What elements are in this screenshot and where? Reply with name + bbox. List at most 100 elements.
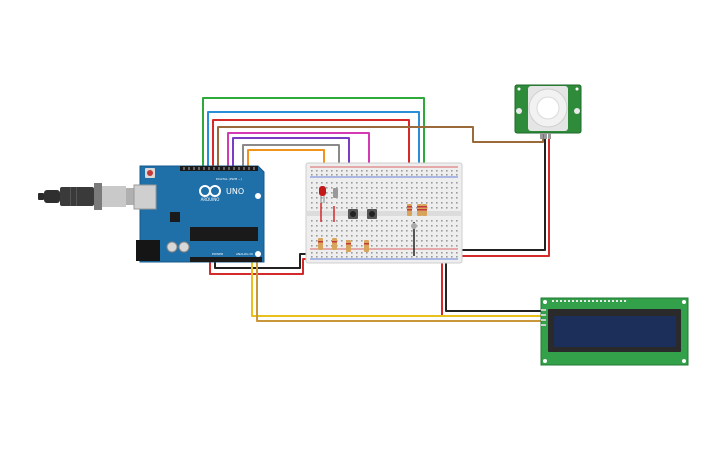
wire-lcd-sda-yellow[interactable]	[251, 262, 541, 317]
wire-purple[interactable]	[232, 137, 350, 186]
lcd-pin	[580, 300, 582, 302]
breadboard-hole	[446, 240, 448, 242]
breadboard-hole	[431, 220, 433, 222]
breadboard-hole	[446, 256, 448, 258]
breadboard-hole	[446, 245, 448, 247]
wire-gnd-black[interactable]	[214, 253, 312, 269]
breadboard-hole	[331, 192, 333, 194]
lcd-pin	[596, 300, 598, 302]
breadboard-hole	[366, 235, 368, 237]
breadboard-hole	[436, 192, 438, 194]
breadboard-hole	[331, 245, 333, 247]
breadboard-hole	[326, 220, 328, 222]
breadboard-hole	[396, 256, 398, 258]
breadboard-hole	[406, 240, 408, 242]
breadboard-hole	[456, 252, 458, 254]
breadboard-hole	[361, 187, 363, 189]
breadboard-hole	[361, 256, 363, 258]
breadboard-hole	[426, 220, 428, 222]
arduino-uno-board[interactable]: ARDUINO UNO DIGITAL (PWM ~) POWER ANALOG…	[133, 165, 265, 263]
breadboard-hole	[456, 202, 458, 204]
breadboard-hole	[336, 230, 338, 232]
breadboard-hole	[316, 197, 318, 199]
push-button-2[interactable]	[367, 209, 377, 219]
breadboard-hole	[316, 187, 318, 189]
breadboard-hole	[326, 235, 328, 237]
wire-pir-black[interactable]	[460, 134, 546, 251]
red-led[interactable]	[319, 186, 335, 222]
breadboard-hole	[311, 170, 313, 172]
wire-red-top[interactable]	[212, 119, 410, 188]
power-label: POWER	[212, 252, 223, 256]
breadboard-hole	[431, 197, 433, 199]
breadboard-hole	[386, 245, 388, 247]
breadboard-hole	[446, 235, 448, 237]
push-button-1[interactable]	[348, 209, 358, 219]
breadboard-hole	[336, 182, 338, 184]
breadboard-hole	[356, 220, 358, 222]
breadboard-hole	[396, 252, 398, 254]
breadboard-hole	[416, 220, 418, 222]
breadboard-hole	[391, 174, 393, 176]
breadboard-hole	[321, 170, 323, 172]
wire-pink[interactable]	[227, 132, 370, 186]
arduino-brand-text: ARDUINO	[201, 197, 220, 202]
breadboard-hole	[426, 230, 428, 232]
breadboard-hole	[441, 207, 443, 209]
breadboard-hole	[446, 174, 448, 176]
breadboard-hole	[456, 230, 458, 232]
breadboard-hole	[451, 240, 453, 242]
breadboard-hole	[341, 182, 343, 184]
breadboard-hole	[321, 230, 323, 232]
breadboard-hole	[411, 230, 413, 232]
breadboard-hole	[381, 225, 383, 227]
breadboard-hole	[456, 207, 458, 209]
breadboard-hole	[326, 202, 328, 204]
breadboard-hole	[326, 174, 328, 176]
breadboard-hole	[401, 245, 403, 247]
breadboard-hole	[391, 182, 393, 184]
wires	[202, 97, 550, 322]
breadboard-hole	[401, 230, 403, 232]
wire-blue[interactable]	[207, 111, 420, 188]
wire-lcd-black[interactable]	[445, 258, 541, 312]
breadboard-hole	[431, 240, 433, 242]
wire-brown[interactable]	[217, 126, 544, 166]
breadboard-hole	[401, 174, 403, 176]
wire-pir-red[interactable]	[460, 134, 550, 257]
pir-sensor[interactable]	[514, 84, 582, 139]
breadboard-hole	[436, 170, 438, 172]
breadboard-hole	[371, 170, 373, 172]
lcd-display[interactable]	[540, 297, 689, 366]
wire-lcd-red[interactable]	[441, 258, 541, 317]
breadboard-hole	[386, 170, 388, 172]
breadboard-hole	[351, 256, 353, 258]
wire-lcd-scl-orange[interactable]	[256, 262, 541, 322]
breadboard-hole	[341, 220, 343, 222]
breadboard-hole	[441, 220, 443, 222]
breadboard-hole	[406, 256, 408, 258]
breadboard-hole	[446, 187, 448, 189]
breadboard-hole	[341, 230, 343, 232]
breadboard-hole	[321, 174, 323, 176]
breadboard-hole	[356, 252, 358, 254]
breadboard-hole	[431, 225, 433, 227]
breadboard-hole	[456, 170, 458, 172]
breadboard-hole	[356, 170, 358, 172]
breadboard-hole	[376, 197, 378, 199]
breadboard-hole	[406, 202, 408, 204]
led-resistor	[333, 188, 338, 198]
breadboard[interactable]	[305, 162, 463, 264]
breadboard-hole	[361, 197, 363, 199]
breadboard-hole	[436, 220, 438, 222]
breadboard-hole	[356, 225, 358, 227]
lcd-pin	[568, 300, 570, 302]
breadboard-hole	[446, 197, 448, 199]
breadboard-hole	[396, 174, 398, 176]
breadboard-hole	[336, 170, 338, 172]
breadboard-hole	[381, 182, 383, 184]
wire-green[interactable]	[202, 97, 425, 188]
breadboard-hole	[446, 202, 448, 204]
breadboard-hole	[331, 174, 333, 176]
breadboard-hole	[351, 240, 353, 242]
